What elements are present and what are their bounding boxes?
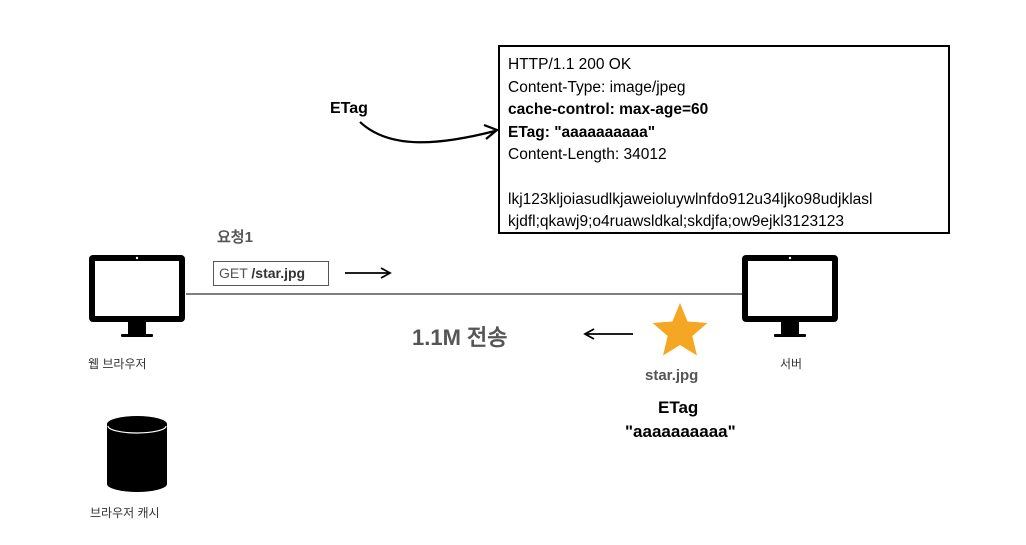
request-arrow-icon (345, 267, 392, 279)
response-status-line: HTTP/1.1 200 OK (508, 56, 632, 73)
response-body-line: lkj123kljoiasudlkjaweioluywlnfdo912u34lj… (508, 190, 873, 208)
transfer-label: 1.1M 전송 (412, 325, 508, 350)
request-label: 요청1 (217, 229, 253, 246)
response-body-line: kjdfl;qkawj9;o4ruawsldkal;skdjfa;ow9ejkl… (508, 213, 845, 230)
request-method: GET (219, 265, 252, 281)
http-response-box: HTTP/1.1 200 OK Content-Type: image/jpeg… (498, 45, 950, 234)
star-icon (652, 303, 708, 356)
database-icon (107, 416, 167, 492)
client-label: 웹 브라우저 (88, 357, 147, 371)
resource-etag-title: ETag (658, 398, 699, 417)
content-type-header: Content-Type: image/jpeg (508, 78, 686, 96)
browser-cache-label: 브라우저 캐시 (90, 506, 160, 520)
server-monitor-icon (742, 255, 838, 337)
etag-header: ETag: "aaaaaaaaaa" (508, 123, 656, 141)
resource-etag-value: "aaaaaaaaaa" (625, 422, 736, 441)
request-path: /star.jpg (251, 265, 306, 281)
etag-pointer-label: ETag (330, 100, 368, 117)
resource-filename: star.jpg (645, 367, 699, 384)
etag-pointer-arrow-icon (359, 121, 500, 144)
server-label: 서버 (780, 357, 803, 371)
response-arrow-icon (583, 328, 633, 340)
content-length-header: Content-Length: 34012 (508, 146, 667, 163)
request-box: GET /star.jpg (213, 261, 329, 286)
client-monitor-icon (89, 255, 185, 337)
cache-control-header: cache-control: max-age=60 (508, 101, 709, 118)
